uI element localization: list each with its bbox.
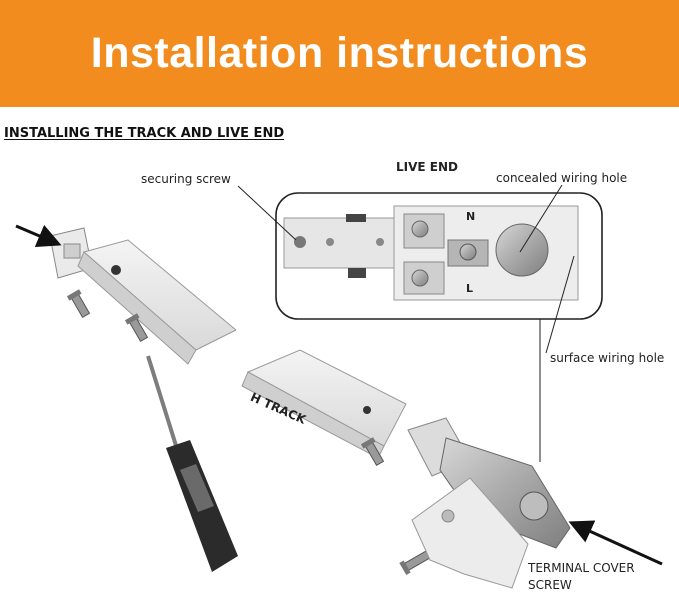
- neutral-terminal-label: N: [466, 210, 476, 223]
- live-end-detail: [283, 205, 579, 301]
- securing-screw-label: securing screw: [141, 172, 231, 186]
- screwdriver: [146, 355, 238, 572]
- terminal-cover-label: TERMINAL COVER: [528, 561, 635, 575]
- h-track: [77, 239, 407, 459]
- live-end-unit: [407, 417, 571, 549]
- screw-mid: [360, 437, 385, 467]
- terminal-cover-screw-label: SCREW: [528, 578, 572, 592]
- section-heading: INSTALLING THE TRACK AND LIVE END: [4, 126, 285, 141]
- live-end-callout-box: [275, 192, 603, 320]
- title-banner: Installation instructions: [0, 0, 679, 107]
- terminal-cover-arrow: [568, 520, 663, 566]
- terminal-cover: [411, 477, 529, 589]
- live-terminal-label: L: [466, 282, 474, 295]
- live-end-label: LIVE END: [396, 160, 458, 174]
- screw-left-1: [66, 289, 91, 319]
- banner-title: Installation instructions: [90, 29, 589, 77]
- concealed-wiring-hole-label: concealed wiring hole: [496, 171, 628, 185]
- surface-wiring-hole-label: surface wiring hole: [550, 351, 665, 365]
- end-cap-arrow: [15, 224, 62, 248]
- screw-left-2: [124, 313, 149, 343]
